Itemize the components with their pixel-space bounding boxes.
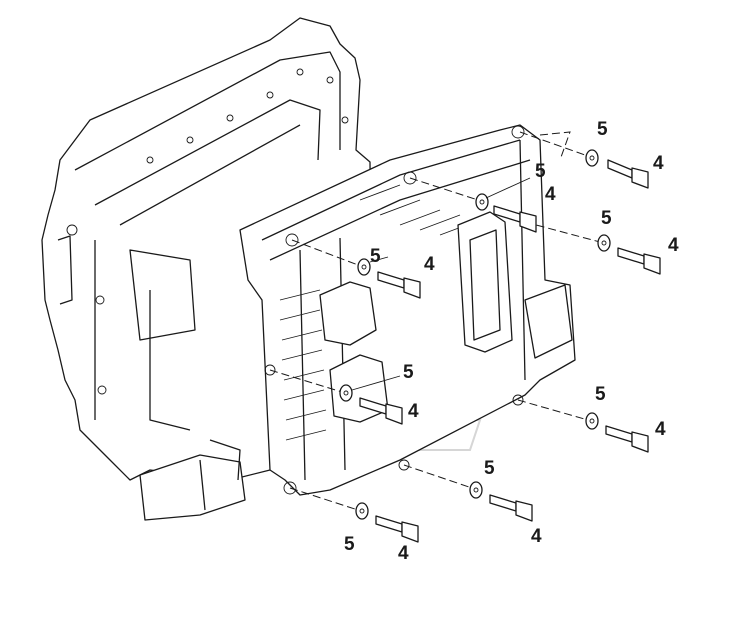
fastener-set-6: [585, 412, 649, 453]
callout-bolt: 4: [545, 184, 556, 205]
callout-bolt: 4: [653, 153, 664, 174]
washer-icon: [585, 412, 599, 430]
bolt-icon: [617, 247, 645, 265]
fastener-set-2: [475, 193, 537, 233]
fastener-set-4: [357, 258, 421, 299]
washer-icon: [469, 481, 483, 499]
washer-icon: [585, 149, 599, 167]
fastener-set-3: [597, 234, 661, 275]
leader-lines: [351, 177, 531, 391]
fastener-set-7: [469, 481, 533, 522]
callout-washer: 5: [403, 362, 414, 383]
callout-washer: 5: [344, 534, 355, 555]
callout-washer: 5: [484, 458, 495, 479]
washer-icon: [475, 193, 489, 211]
bolt-icon: [375, 515, 403, 533]
callout-bolt: 4: [655, 419, 666, 440]
callout-washer: 5: [370, 246, 381, 267]
callout-bolt: 4: [668, 235, 679, 256]
washer-icon: [597, 234, 611, 252]
fastener-set-8: [355, 502, 419, 543]
callout-labels: 5 4 5 4 5 4 5 4 5 4 5 4 5 4 5 4: [344, 119, 679, 564]
callout-bolt: 4: [531, 526, 542, 547]
bolt-icon: [607, 159, 633, 179]
bolt-icon: [489, 494, 517, 512]
callout-washer: 5: [595, 384, 606, 405]
washer-icon: [339, 384, 353, 402]
callout-bolt: 4: [424, 254, 435, 275]
callout-washer: 5: [535, 161, 546, 182]
callout-washer: 5: [601, 208, 612, 229]
washer-icon: [357, 258, 371, 276]
fastener-set-5: [339, 384, 403, 425]
callout-washer: 5: [597, 119, 608, 140]
bolt-icon: [605, 425, 633, 443]
callout-bolt: 4: [408, 401, 419, 422]
assembly-centerlines: [269, 131, 601, 511]
washer-icon: [355, 502, 369, 520]
callout-bolt: 4: [398, 543, 409, 564]
fastener-set-1: [585, 149, 649, 189]
